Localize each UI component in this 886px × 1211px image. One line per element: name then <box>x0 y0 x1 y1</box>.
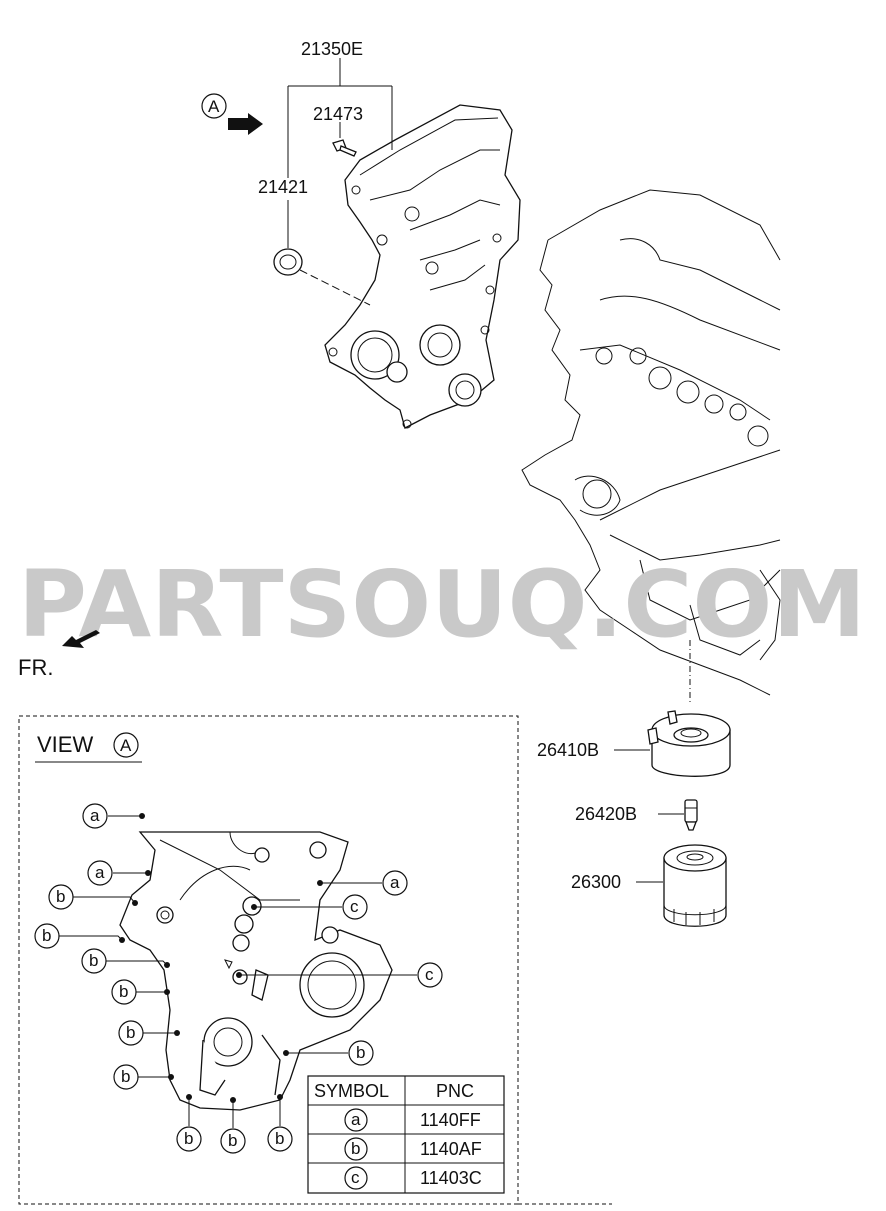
callout-c-1: c <box>251 894 368 920</box>
callout-a-2: a <box>87 860 151 886</box>
callout-b-6: b <box>113 1064 174 1090</box>
view-a-marker: A <box>201 93 263 135</box>
callout-a-3: a <box>317 870 408 896</box>
view-a-letter: A <box>208 97 220 116</box>
front-direction: FR. <box>18 630 100 680</box>
leader-21350E <box>287 58 393 248</box>
part-number-26420B: 26420B <box>575 804 637 824</box>
svg-text:a: a <box>95 863 105 882</box>
part-number-21473: 21473 <box>313 104 363 124</box>
legend-symbol-c: c <box>351 1168 360 1187</box>
legend-header-pnc: PNC <box>436 1081 474 1101</box>
legend-table: SYMBOL PNC a 1140FF b 1140AF c 11403C <box>307 1075 505 1194</box>
svg-text:a: a <box>90 806 100 825</box>
callout-b-4: b <box>111 979 170 1005</box>
svg-text:c: c <box>425 965 434 984</box>
callout-b-5: b <box>118 1020 180 1046</box>
callout-c-2: c <box>236 962 443 988</box>
view-direction-arrow-icon <box>228 113 263 135</box>
watermark: PARTSOUQ.COM <box>18 551 866 658</box>
view-a-frame <box>18 715 519 1205</box>
callout-b-3: b <box>81 948 170 974</box>
part-number-21350E: 21350E <box>301 39 363 59</box>
front-label: FR. <box>18 655 53 680</box>
callout-b-1: b <box>48 884 138 910</box>
part-number-26300: 26300 <box>571 872 621 892</box>
view-title: VIEW <box>37 732 93 757</box>
front-arrow-icon <box>62 630 100 648</box>
svg-text:b: b <box>356 1043 365 1062</box>
callout-b-7: b <box>176 1094 202 1152</box>
svg-text:a: a <box>390 873 400 892</box>
legend-symbol-b: b <box>351 1139 360 1158</box>
legend-pnc-c: 11403C <box>420 1168 482 1188</box>
bolt-21473 <box>332 139 357 157</box>
legend-pnc-a: 1140FF <box>420 1110 481 1130</box>
view-a-cover-drawing <box>119 831 393 1111</box>
svg-text:b: b <box>56 887 65 906</box>
legend-pnc-b: 1140AF <box>420 1139 482 1159</box>
callout-b-8: b <box>220 1097 246 1154</box>
view-title-letter: A <box>120 736 132 755</box>
svg-text:b: b <box>126 1023 135 1042</box>
oil-filter-26300 <box>636 844 727 927</box>
oil-cooler-26410B <box>614 710 731 777</box>
engine-block-outline <box>521 189 781 705</box>
connector-26420B <box>658 799 698 831</box>
callout-b-2: b <box>34 923 125 949</box>
callout-a-1: a <box>82 803 145 829</box>
svg-text:b: b <box>275 1129 284 1148</box>
view-a-title: VIEW A <box>35 732 142 763</box>
svg-text:b: b <box>42 926 51 945</box>
part-number-21421: 21421 <box>258 177 308 197</box>
timing-cover <box>324 104 521 429</box>
legend-header-symbol: SYMBOL <box>314 1081 389 1101</box>
part-number-26410B: 26410B <box>537 740 599 760</box>
callout-b-9: b <box>267 1094 293 1152</box>
svg-text:b: b <box>119 982 128 1001</box>
svg-text:b: b <box>89 951 98 970</box>
svg-text:c: c <box>350 897 359 916</box>
svg-text:b: b <box>121 1067 130 1086</box>
callout-b-10: b <box>283 1040 374 1066</box>
svg-text:b: b <box>228 1131 237 1150</box>
legend-symbol-a: a <box>351 1110 361 1129</box>
svg-text:b: b <box>184 1129 193 1148</box>
oil-seal-21421 <box>273 248 371 306</box>
